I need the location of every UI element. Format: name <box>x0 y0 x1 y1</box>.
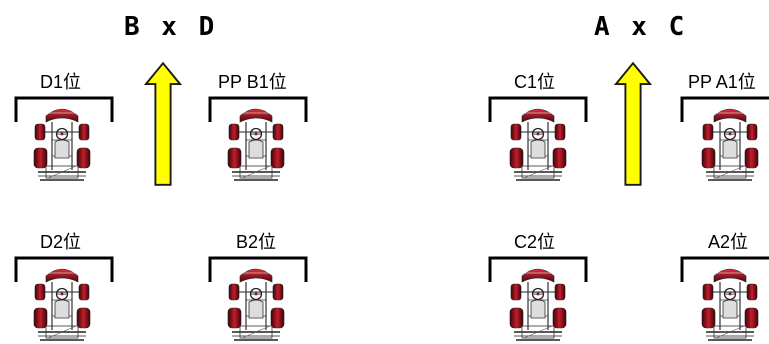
go-kart-icon <box>33 268 91 341</box>
grid-box-bracket <box>208 256 308 282</box>
slot-label: B2位 <box>236 232 277 252</box>
go-kart-icon <box>701 268 759 341</box>
go-kart-icon <box>227 268 285 341</box>
grid-box-bracket <box>208 96 308 122</box>
grid-box-bracket <box>488 96 588 122</box>
up-arrow-icon <box>614 62 652 186</box>
go-kart-icon <box>227 108 285 181</box>
grid-box-bracket <box>680 96 769 122</box>
go-kart-icon <box>33 108 91 181</box>
up-arrow-icon <box>144 62 182 186</box>
go-kart-icon <box>509 268 567 341</box>
slot-label: C2位 <box>514 232 556 252</box>
grid-box-bracket <box>14 96 114 122</box>
go-kart-icon <box>509 108 567 181</box>
grid-box-bracket <box>680 256 769 282</box>
slot-label: D1位 <box>40 72 82 92</box>
slot-label: A2位 <box>708 232 749 252</box>
go-kart-icon <box>701 108 759 181</box>
slot-label: C1位 <box>514 72 556 92</box>
slot-label: PP A1位 <box>688 72 756 92</box>
slot-label: PP B1位 <box>218 72 287 92</box>
grid-box-bracket <box>14 256 114 282</box>
group-title: A x C <box>594 12 688 42</box>
group-title: B x D <box>124 12 218 42</box>
slot-label: D2位 <box>40 232 82 252</box>
grid-box-bracket <box>488 256 588 282</box>
